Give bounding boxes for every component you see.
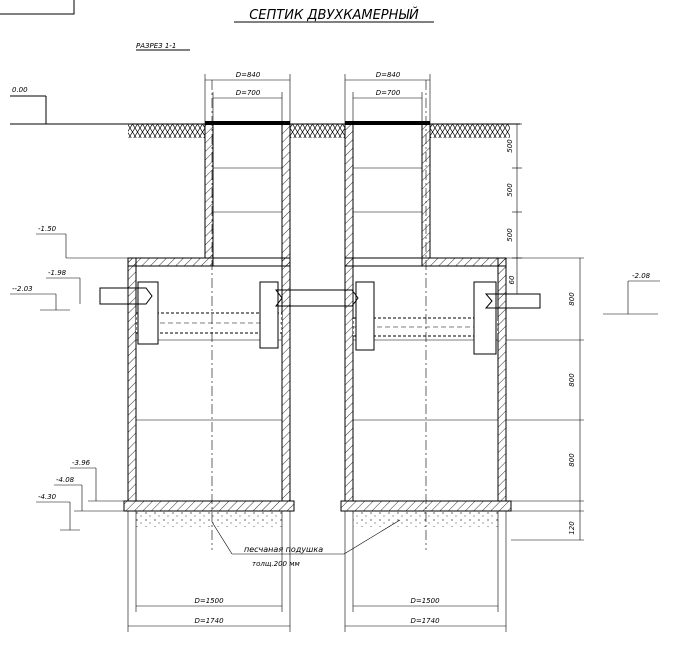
elev-marks-left: -1.50 -1.98 --2.03 (10, 225, 128, 311)
dim-60: 60 (508, 275, 516, 284)
dim-800-c: 800 (568, 453, 576, 467)
elev-208: -2.08 (632, 272, 651, 280)
elev-198: -1.98 (48, 269, 67, 277)
tee-overflow-b (355, 281, 375, 351)
outlet-pipe (484, 293, 541, 309)
chamber-right (340, 80, 512, 550)
elev-marks-bottom: -3.96 -4.08 -4.30 (36, 459, 124, 531)
sand-note-line2: толщ.200 мм (252, 560, 301, 568)
dim-d840-right: D=840 (376, 71, 401, 79)
neck-right-wall-a (344, 123, 354, 259)
sand-cushion-left (136, 511, 282, 527)
soil-right (430, 124, 510, 138)
dim-top-left: D=840 D=700 (204, 71, 291, 124)
tee-overflow-a (259, 281, 279, 349)
frame-corner (0, 0, 75, 15)
dim-500-b: 500 (506, 183, 514, 197)
chamber-left-outer-wall (127, 257, 137, 502)
elev-mark-right: -2.08 (603, 272, 660, 315)
tee-inlet (137, 281, 159, 345)
dim-120: 120 (568, 521, 576, 535)
neck-left-wall-b (281, 123, 291, 259)
dim-d840-left: D=840 (236, 71, 261, 79)
dim-d700-right: D=700 (376, 89, 401, 97)
dim-vertical: 500 500 500 60 800 800 800 120 (506, 123, 584, 541)
chamber-right-inner-wall (344, 257, 354, 502)
sand-note-line1: песчаная подушка (244, 545, 323, 554)
section-label: РАЗРЕЗ 1-1 (136, 42, 176, 50)
dim-d1500-right: D=1500 (410, 597, 440, 605)
chamber-right-slab (344, 257, 507, 267)
dim-bottom-left: D=1500 D=1740 (127, 511, 291, 632)
elev-ground: 0.00 (12, 86, 28, 94)
dim-bottom-right: D=1500 D=1740 (344, 511, 507, 632)
dim-800-a: 800 (568, 292, 576, 306)
chamber-left-slab (127, 257, 291, 267)
sand-cushion-right (353, 511, 498, 527)
dim-500-a: 500 (506, 139, 514, 153)
hatch-cover-left (205, 121, 290, 125)
base-plate-left (123, 500, 295, 512)
dim-500-c: 500 (506, 228, 514, 242)
hatch-cover-right (345, 121, 430, 125)
elev-408: -4.08 (56, 476, 75, 484)
chamber-left (123, 80, 295, 550)
soil-left (128, 124, 205, 138)
dim-800-b: 800 (568, 373, 576, 387)
drawing-title: СЕПТИК ДВУХКАМЕРНЫЙ (249, 7, 419, 23)
elev-203: --2.03 (12, 285, 33, 293)
chamber-left-inner-wall (281, 257, 291, 502)
dim-d1740-left: D=1740 (194, 617, 224, 625)
soil-mid (290, 124, 345, 138)
sand-note: песчаная подушка толщ.200 мм (211, 519, 401, 568)
dim-d1500-left: D=1500 (194, 597, 224, 605)
tee-outlet (473, 281, 497, 355)
dim-d1740-right: D=1740 (410, 617, 440, 625)
dim-top-right: D=840 D=700 (344, 71, 431, 124)
inlet-pipe (99, 287, 153, 305)
elev-150: -1.50 (38, 225, 57, 233)
elev-396: -3.96 (72, 459, 91, 467)
dim-d700-left: D=700 (236, 89, 261, 97)
elev-430: -4.30 (38, 493, 57, 501)
overflow-pipe (275, 289, 359, 307)
